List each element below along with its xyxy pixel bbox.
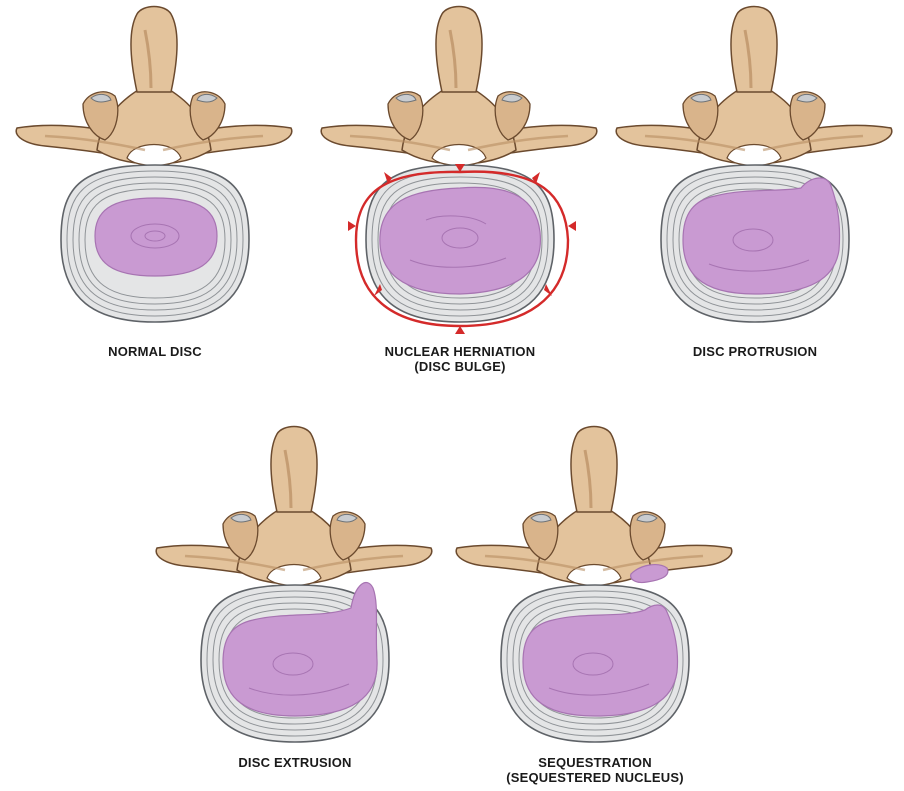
panel-sequestration [445,420,745,760]
label-disc-extrusion-line1: DISC EXTRUSION [195,755,395,770]
label-sequestration: SEQUESTRATION (SEQUESTERED NUCLEUS) [495,755,695,785]
nucleus-normal [95,198,217,276]
panel-disc-bulge [310,0,610,340]
label-disc-bulge-line2: (DISC BULGE) [350,359,570,374]
nucleus-bulge [380,187,541,294]
label-normal-disc: NORMAL DISC [55,344,255,359]
disc-protrusion-illustration [605,0,904,340]
normal-disc-illustration [5,0,305,340]
disc-extrusion-illustration [145,420,445,760]
label-normal-disc-line1: NORMAL DISC [55,344,255,359]
panel-disc-extrusion [145,420,445,760]
nucleus-sequestration [523,605,678,716]
label-disc-bulge: NUCLEAR HERNIATION (DISC BULGE) [350,344,570,374]
sequestration-illustration [445,420,745,760]
label-disc-protrusion: DISC PROTRUSION [655,344,855,359]
label-sequestration-line1: SEQUESTRATION [495,755,695,770]
label-disc-protrusion-line1: DISC PROTRUSION [655,344,855,359]
label-disc-bulge-line1: NUCLEAR HERNIATION [350,344,570,359]
disc-bulge-illustration [310,0,610,340]
label-disc-extrusion: DISC EXTRUSION [195,755,395,770]
panel-disc-protrusion [605,0,904,340]
panel-normal-disc [5,0,305,340]
label-sequestration-line2: (SEQUESTERED NUCLEUS) [495,770,695,785]
